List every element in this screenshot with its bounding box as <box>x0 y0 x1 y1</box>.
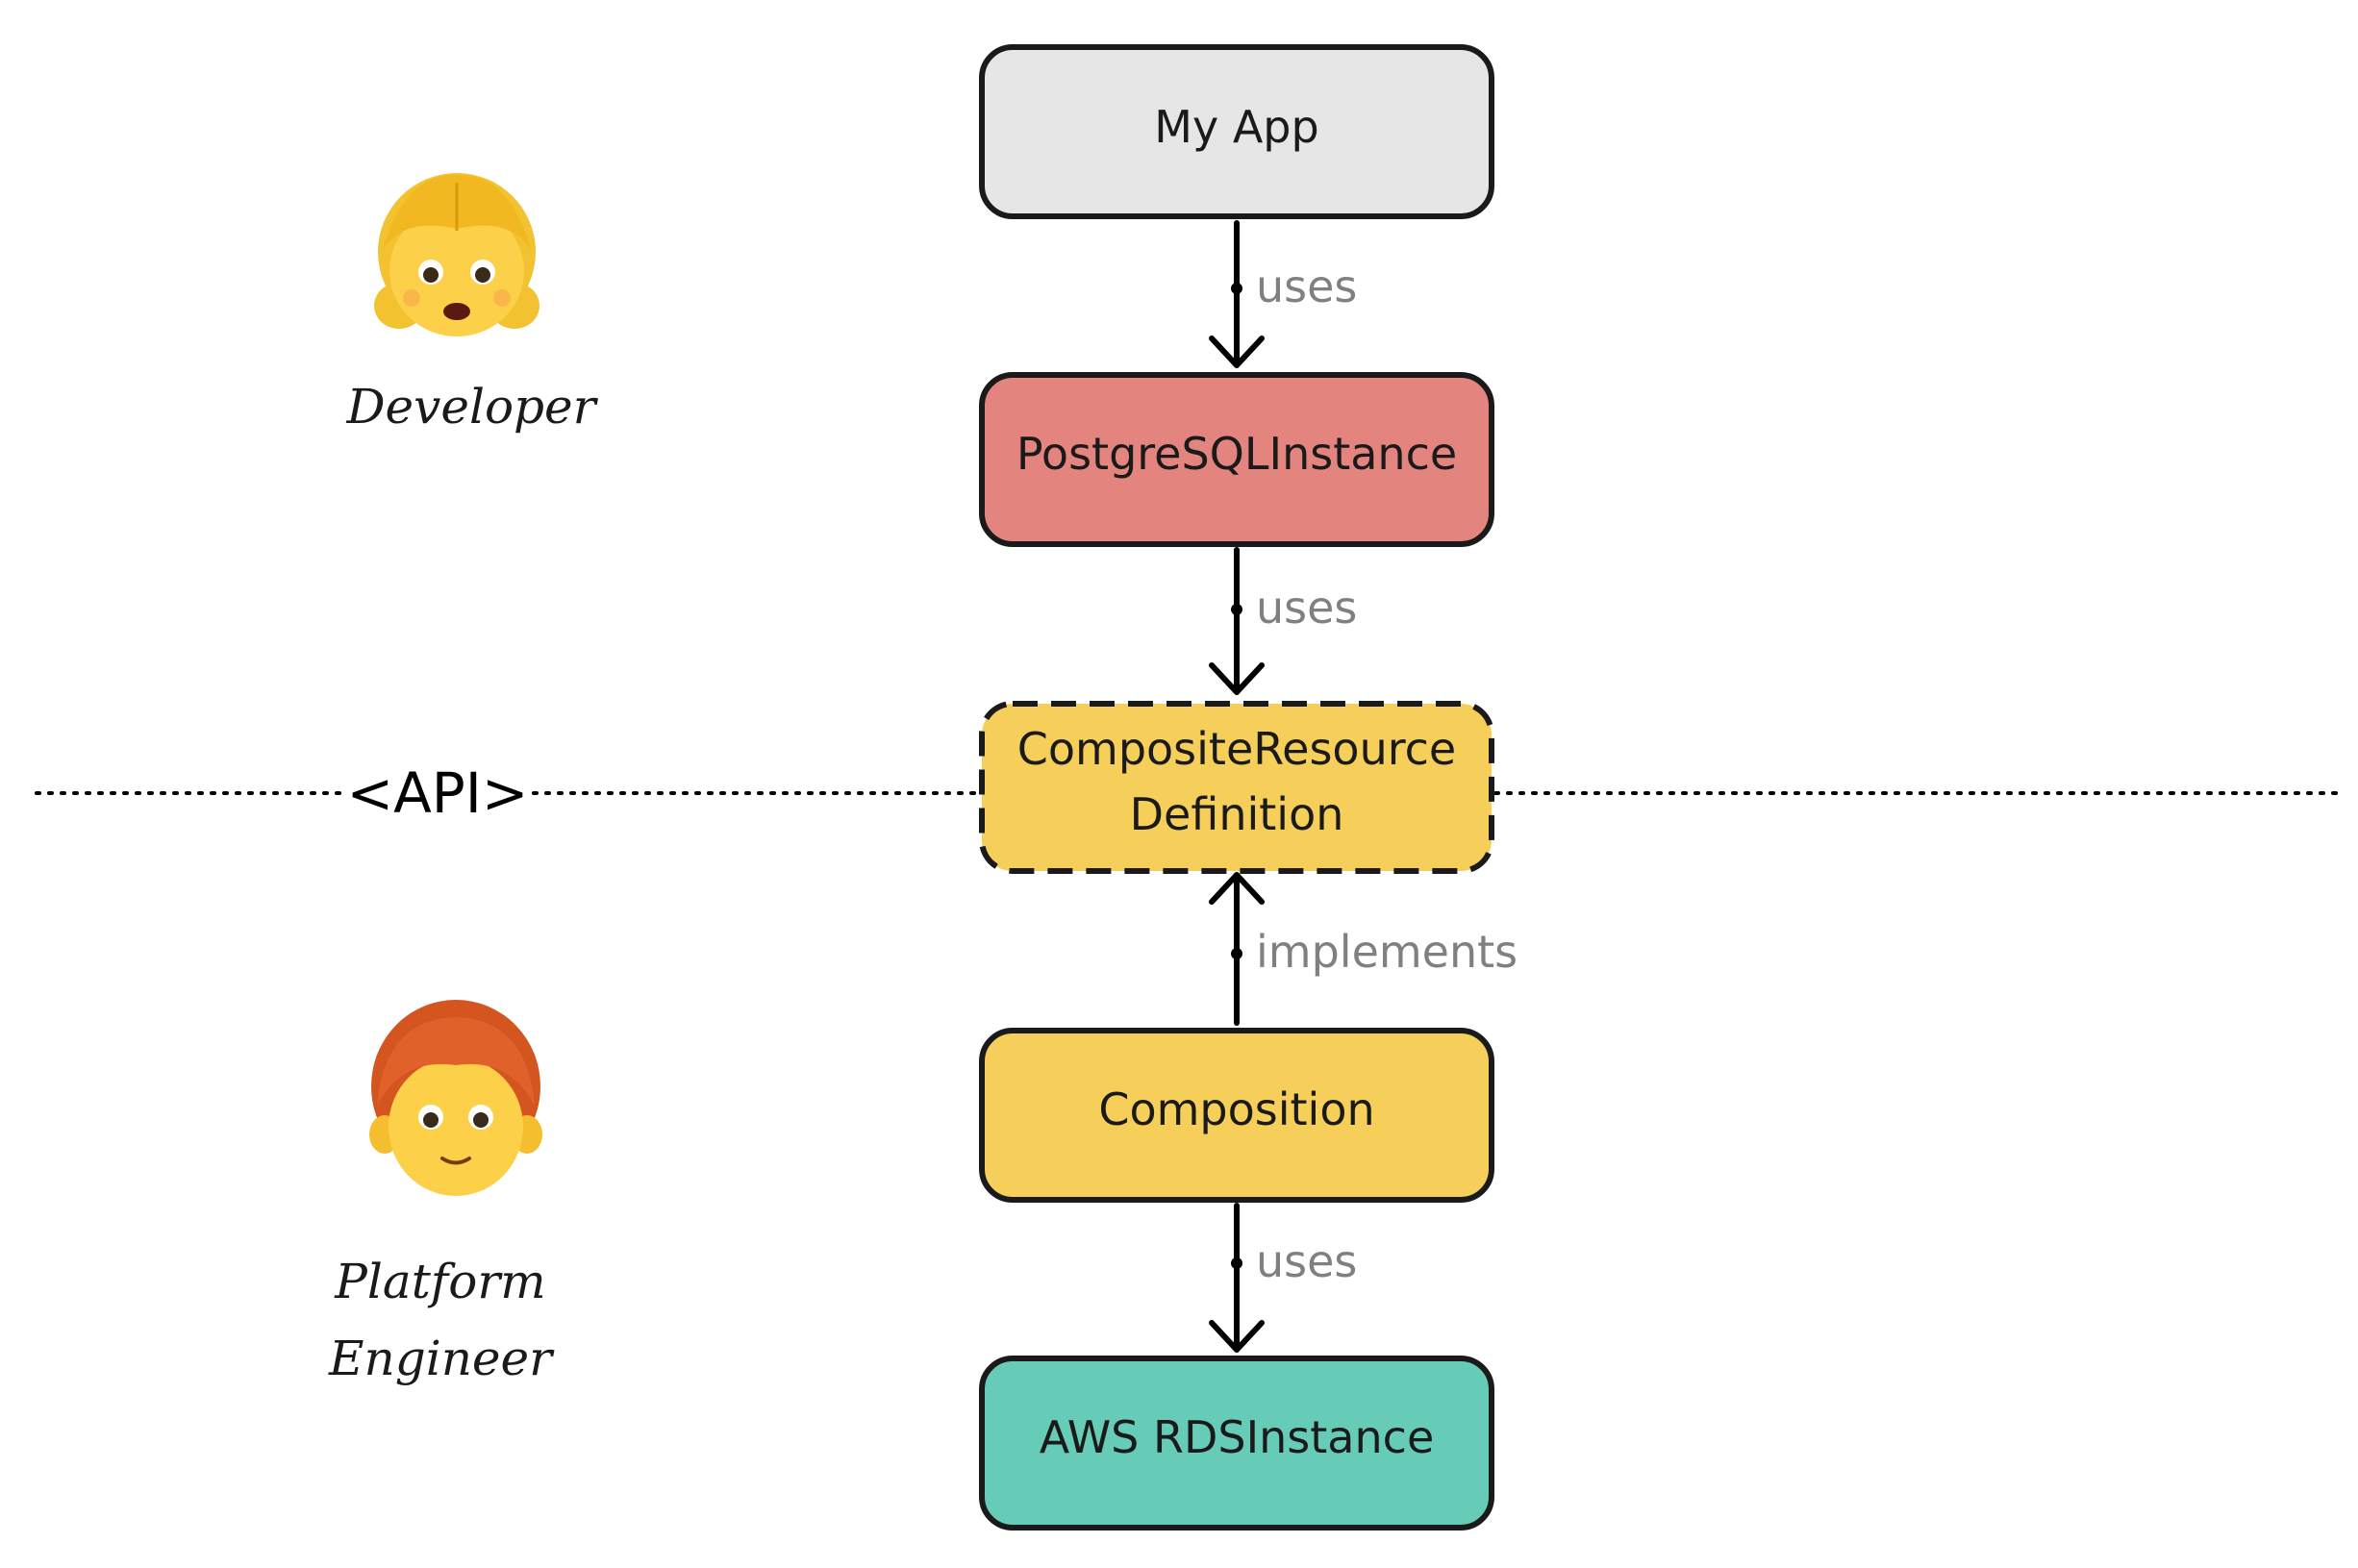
girl-face-icon <box>374 173 539 336</box>
node-composition-label: Composition <box>1098 1083 1374 1135</box>
edge-label-composition-to-rds: uses <box>1256 1235 1357 1287</box>
node-aws-rds-instance-label: AWS RDSInstance <box>1040 1411 1435 1463</box>
developer-label: Developer <box>345 379 598 435</box>
node-postgresql-instance-label: PostgreSQLInstance <box>1016 428 1457 480</box>
edge-label-postgres-to-xrd: uses <box>1256 582 1357 634</box>
node-aws-rds-instance: AWS RDSInstance <box>979 1356 1494 1531</box>
api-boundary: <API> <box>35 760 2339 826</box>
node-my-app-label: My App <box>1154 101 1318 153</box>
node-composition: Composition <box>979 1028 1494 1203</box>
redhead-person-face-icon <box>369 1000 542 1196</box>
edge-label-composition-to-xrd: implements <box>1256 926 1518 978</box>
node-postgresql-instance: PostgreSQLInstance <box>979 372 1494 547</box>
node-composite-resource-definition: CompositeResource Definition <box>979 701 1494 874</box>
developer-persona: Developer <box>345 173 599 435</box>
platform-engineer-label-line2: Engineer <box>328 1331 555 1386</box>
edge-label-dots <box>1231 283 1242 1269</box>
platform-engineer-label-line1: Platform <box>334 1254 545 1309</box>
edge-composition-to-rds <box>1209 1203 1265 1353</box>
edges <box>1209 220 1265 1353</box>
node-composite-resource-definition-label-line2: Definition <box>1130 788 1344 840</box>
edge-label-app-to-postgres: uses <box>1256 261 1357 312</box>
platform-engineer-persona: Platform Engineer <box>328 1000 555 1386</box>
api-boundary-label: <API> <box>347 760 529 826</box>
edge-postgres-to-xrd <box>1209 547 1265 695</box>
node-my-app: My App <box>979 44 1494 219</box>
node-composite-resource-definition-label-line1: CompositeResource <box>1017 723 1456 775</box>
